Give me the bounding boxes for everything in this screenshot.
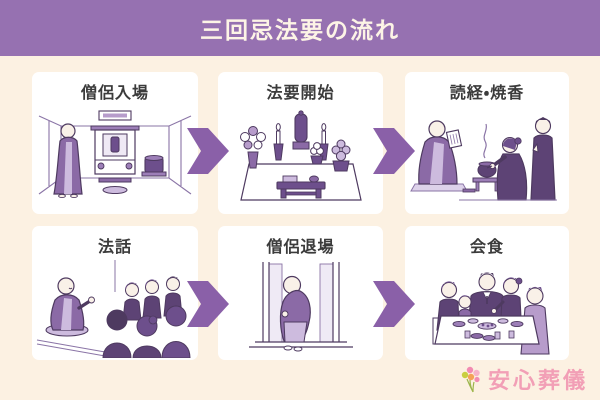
brand-logo-text: 安心葬儀 — [487, 369, 588, 394]
step-title-meal: 会食 — [469, 237, 504, 256]
step-panel-service-start: 法要開始 — [218, 72, 383, 214]
step-title-sutra-incense: 読経・焼香 — [449, 83, 525, 102]
step-panel-monk-exit: 僧侶退場 — [218, 226, 383, 360]
step-panel-dharma-talk: 法話 — [32, 226, 198, 360]
step-title-monk-entrance: 僧侶入場 — [80, 83, 149, 102]
step-title-dharma-talk: 法話 — [97, 237, 132, 256]
service-start-illustration — [239, 110, 362, 201]
chevron-right-arrow-icon — [373, 128, 415, 174]
sutra-incense-illustration — [410, 117, 557, 201]
brand-logo: 安心葬儀 — [461, 366, 588, 393]
meal-illustration — [432, 272, 550, 355]
chevron-right-arrow-icon — [373, 281, 415, 327]
step-panel-sutra-incense: 読経・焼香 — [405, 72, 569, 214]
step-panel-meal: 会食 — [405, 226, 569, 360]
step-title-service-start: 法要開始 — [266, 83, 335, 102]
flower-bouquet-icon — [461, 366, 480, 393]
dharma-talk-illustration — [36, 260, 191, 359]
monk-entrance-illustration — [38, 110, 192, 199]
flow-header-banner: 三回忌法要の流れ — [0, 0, 600, 56]
step-title-monk-exit: 僧侶退場 — [266, 237, 335, 256]
step-panel-monk-entrance: 僧侶入場 — [32, 72, 198, 214]
page-title: 三回忌法要の流れ — [200, 18, 400, 44]
chevron-right-arrow-icon — [187, 281, 229, 327]
chevron-right-arrow-icon — [187, 128, 229, 174]
monk-exit-illustration — [248, 262, 353, 352]
